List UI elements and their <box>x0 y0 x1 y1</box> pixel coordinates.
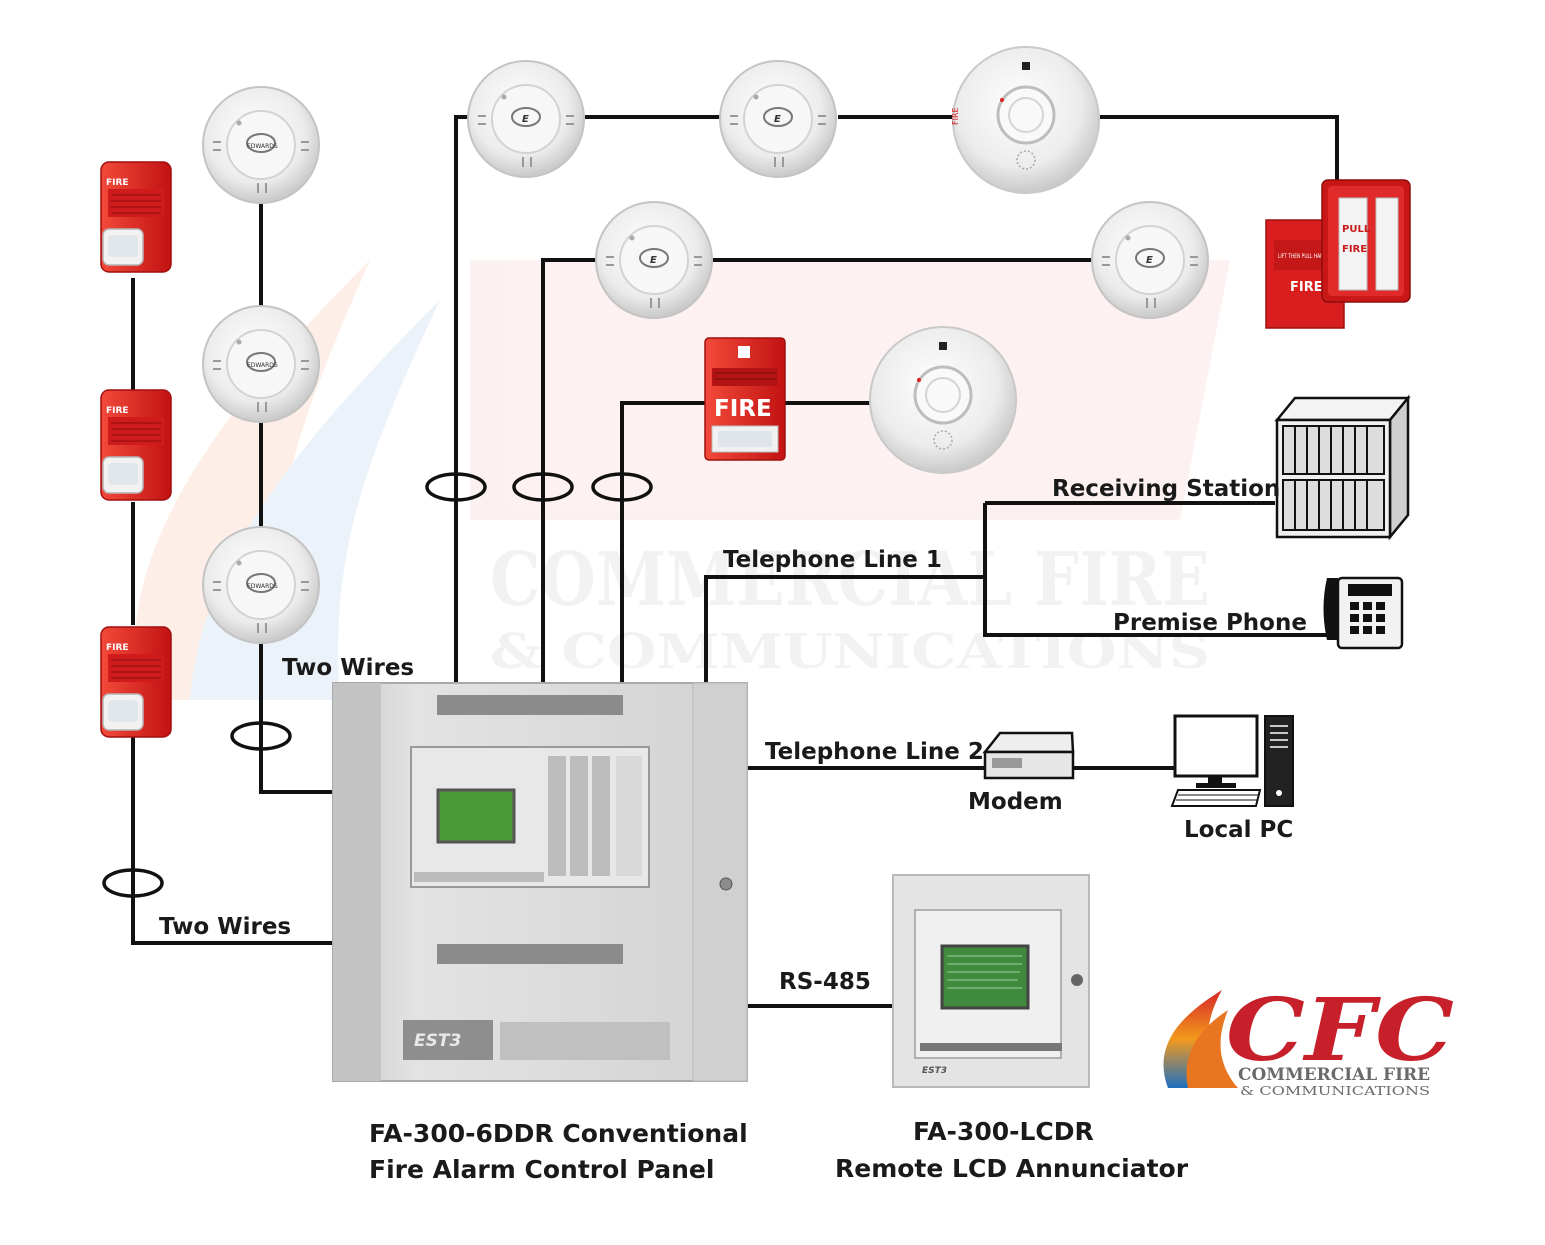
detector-left-1: EDWARDS <box>202 86 320 204</box>
panel-top-vent <box>437 695 623 715</box>
pull-station-fire: FIRE <box>1290 280 1323 295</box>
label-two-wires-bottom: Two Wires <box>159 914 291 940</box>
panel-bottom-vent <box>437 944 623 964</box>
wire-bundle-markers <box>102 472 653 898</box>
remote-annunciator: EST3 <box>892 874 1090 1088</box>
panel-lcd <box>436 788 516 844</box>
modem-icon <box>982 731 1075 780</box>
watermark-line1: COMMERCIAL FIRE <box>490 537 1210 623</box>
control-panel: EST3 <box>332 682 748 1082</box>
annunciator-lcd <box>940 944 1030 1010</box>
strobe-2-label: FIRE <box>106 406 129 416</box>
panel-key-lock <box>719 877 733 891</box>
local-pc-icon <box>1170 714 1294 807</box>
label-receiving-station: Receiving Station <box>1052 476 1280 502</box>
pull-station-instructions: LIFT THEN PULL HANDLE <box>1278 253 1332 260</box>
watermark-line2: & COMMUNICATIONS <box>490 624 1210 680</box>
detector-mid-2: E <box>1091 201 1209 319</box>
label-premise-phone: Premise Phone <box>1113 610 1307 636</box>
label-telephone-line-2: Telephone Line 2 <box>765 739 984 765</box>
smoke-alarm-top-fire-left: FIRE <box>951 107 960 125</box>
label-modem: Modem <box>968 789 1063 815</box>
panel-brand: EST3 <box>414 1031 461 1051</box>
horn-strobe: FIRE <box>704 337 786 461</box>
detector-top-2: E <box>719 60 837 178</box>
horn-strobe-label: FIRE <box>714 396 772 422</box>
detector-left-2-brand: EDWARDS <box>247 362 278 369</box>
detector-left-1-brand: EDWARDS <box>247 143 278 150</box>
smoke-alarm-mid <box>868 325 1018 475</box>
panel-caption-line1: FA-300-6DDR Conventional <box>369 1119 748 1148</box>
cfc-logo: CFC COMMERCIAL FIRE & COMMUNICATIONS <box>1163 980 1454 1098</box>
detector-top-2-mark: E <box>774 114 781 125</box>
label-local-pc: Local PC <box>1184 817 1293 843</box>
annunciator-caption-line1: FA-300-LCDR <box>913 1117 1094 1146</box>
cfc-logo-line1: COMMERCIAL FIRE <box>1238 1065 1430 1085</box>
detector-top-1: E <box>467 60 585 178</box>
strobe-3-label: FIRE <box>106 643 129 653</box>
detector-left-2: EDWARDS <box>202 305 320 423</box>
watermark: COMMERCIAL FIRE & COMMUNICATIONS <box>134 260 1230 700</box>
annunciator-caption-line2: Remote LCD Annunciator <box>835 1154 1189 1183</box>
strobe-1: FIRE <box>100 161 172 273</box>
cfc-logo-letters: CFC <box>1226 980 1454 1081</box>
detector-left-3-brand: EDWARDS <box>247 583 278 590</box>
receiving-station-icon <box>1274 394 1411 541</box>
strobe-2: FIRE <box>100 389 172 501</box>
strobe-3: FIRE <box>100 626 172 738</box>
pull-station: LIFT THEN PULL HANDLE FIRE PULL FIRE <box>1265 179 1411 329</box>
strobe-1-label: FIRE <box>106 178 129 188</box>
detector-left-3: EDWARDS <box>202 526 320 644</box>
pull-station-fire-2: FIRE <box>1342 244 1367 255</box>
panel-caption-line2: Fire Alarm Control Panel <box>369 1155 714 1184</box>
wiring <box>131 115 1339 1008</box>
label-rs485: RS-485 <box>779 969 871 995</box>
detector-top-1-mark: E <box>522 114 529 125</box>
detector-mid-1: E <box>595 201 713 319</box>
label-two-wires-top: Two Wires <box>282 655 414 681</box>
detector-mid-2-mark: E <box>1146 255 1153 266</box>
detector-mid-1-mark: E <box>650 255 657 266</box>
smoke-alarm-top: FIRE <box>951 45 1101 195</box>
cfc-logo-line2: & COMMUNICATIONS <box>1240 1084 1430 1098</box>
pull-station-pull: PULL <box>1342 224 1371 235</box>
label-telephone-line-1: Telephone Line 1 <box>723 547 942 573</box>
premise-phone-icon <box>1323 576 1404 650</box>
annunciator-brand: EST3 <box>922 1066 947 1076</box>
